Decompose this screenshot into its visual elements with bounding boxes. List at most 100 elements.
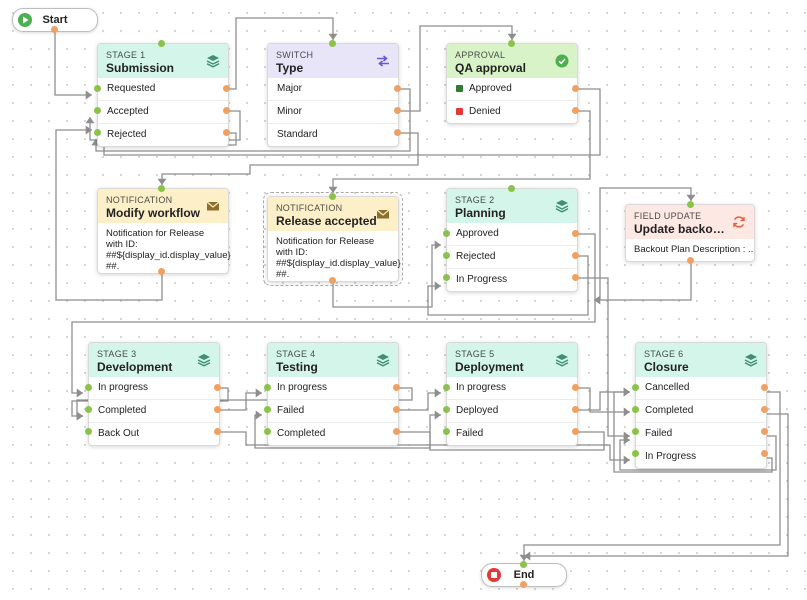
approval-node-qa[interactable]: APPROVAL QA approval Approved Denied <box>446 43 578 124</box>
input-port[interactable] <box>85 384 92 391</box>
output-port[interactable] <box>761 450 768 457</box>
output-port[interactable] <box>572 252 579 259</box>
stage-node-development[interactable]: STAGE 3 Development In progress Complete… <box>88 342 220 446</box>
output-port[interactable] <box>51 26 58 33</box>
stage-node-submission[interactable]: STAGE 1 Submission Requested Accepted Re… <box>97 43 229 147</box>
branch-row[interactable]: In progress <box>277 382 328 393</box>
output-port[interactable] <box>572 230 579 237</box>
branch-row-denied[interactable]: Denied <box>447 100 577 123</box>
output-port[interactable] <box>393 384 400 391</box>
branch-row[interactable]: Failed <box>636 422 766 445</box>
branch-row[interactable]: Failed <box>447 422 577 445</box>
branch-row[interactable]: In progress <box>98 382 149 393</box>
branch-row[interactable]: In Progress <box>447 268 577 291</box>
input-port[interactable] <box>94 129 101 136</box>
branch-row[interactable]: Accepted <box>98 100 228 123</box>
input-port[interactable] <box>443 406 450 413</box>
branch-row[interactable]: Standard <box>268 123 398 146</box>
branch-row[interactable]: In Progress <box>636 445 766 468</box>
output-port[interactable] <box>158 268 165 275</box>
input-port[interactable] <box>632 384 639 391</box>
output-port[interactable] <box>394 129 401 136</box>
connector-line[interactable] <box>576 387 630 413</box>
input-port[interactable] <box>329 193 336 200</box>
branch-row[interactable]: Back Out <box>89 422 219 445</box>
output-port[interactable] <box>223 85 230 92</box>
output-port[interactable] <box>761 406 768 413</box>
stage-node-closure[interactable]: STAGE 6 Closure Cancelled Completed Fail… <box>635 342 767 469</box>
output-port[interactable] <box>761 384 768 391</box>
input-port[interactable] <box>264 406 271 413</box>
branch-row-approved[interactable]: Approved <box>447 78 577 100</box>
output-port[interactable] <box>572 274 579 281</box>
input-port[interactable] <box>264 384 271 391</box>
output-port[interactable] <box>214 428 221 435</box>
output-port[interactable] <box>572 85 579 92</box>
branch-row[interactable]: Approved <box>456 228 499 239</box>
output-port[interactable] <box>393 406 400 413</box>
connector-line[interactable] <box>576 277 630 437</box>
output-port[interactable] <box>223 129 230 136</box>
notification-node-release-accepted[interactable]: NOTIFICATION Release accepted Notificati… <box>263 192 403 286</box>
input-port[interactable] <box>158 40 165 47</box>
branch-row[interactable]: Completed <box>268 422 398 445</box>
branch-row[interactable]: Completed <box>636 399 766 422</box>
output-port[interactable] <box>329 277 336 284</box>
branch-row[interactable]: Failed <box>268 399 398 422</box>
input-port[interactable] <box>632 406 639 413</box>
input-port[interactable] <box>85 406 92 413</box>
input-port[interactable] <box>508 40 515 47</box>
output-port[interactable] <box>394 85 401 92</box>
input-port[interactable] <box>94 107 101 114</box>
output-port[interactable] <box>572 428 579 435</box>
branch-row[interactable]: Completed <box>89 399 219 422</box>
input-port[interactable] <box>632 428 639 435</box>
output-port[interactable] <box>687 257 694 264</box>
input-port[interactable] <box>443 274 450 281</box>
approved-bullet <box>456 85 463 92</box>
input-port[interactable] <box>85 428 92 435</box>
output-port[interactable] <box>572 406 579 413</box>
input-port[interactable] <box>508 185 515 192</box>
output-port[interactable] <box>393 428 400 435</box>
branch-row[interactable]: In progress <box>456 382 507 393</box>
branch-row[interactable]: Minor <box>268 100 398 123</box>
input-port[interactable] <box>443 384 450 391</box>
input-port[interactable] <box>443 252 450 259</box>
connector-line[interactable] <box>218 392 262 411</box>
output-port[interactable] <box>520 581 527 588</box>
switch-node-type[interactable]: SWITCH Type Major Minor Standard <box>267 43 399 147</box>
branch-row[interactable]: Rejected <box>98 123 228 146</box>
output-port[interactable] <box>394 107 401 114</box>
node-kind: STAGE 6 <box>644 349 684 359</box>
connector-line[interactable] <box>576 391 630 411</box>
output-port[interactable] <box>572 384 579 391</box>
input-port[interactable] <box>158 185 165 192</box>
field-update-node-backout[interactable]: FIELD UPDATE Update backout p... Backout… <box>625 204 755 262</box>
output-port[interactable] <box>214 406 221 413</box>
input-port[interactable] <box>443 428 450 435</box>
branch-row[interactable]: Cancelled <box>645 382 690 393</box>
connector-line[interactable] <box>594 261 692 301</box>
input-port[interactable] <box>329 40 336 47</box>
stage-node-deployment[interactable]: STAGE 5 Deployment In progress Deployed … <box>446 342 578 446</box>
input-port[interactable] <box>264 428 271 435</box>
branch-row[interactable]: Deployed <box>447 399 577 422</box>
notification-node-modify-workflow[interactable]: NOTIFICATION Modify workflow Notificatio… <box>97 188 231 274</box>
input-port[interactable] <box>94 85 101 92</box>
stage-node-planning[interactable]: STAGE 2 Planning Approved Rejected In Pr… <box>446 188 578 292</box>
branch-row[interactable]: Rejected <box>447 245 577 268</box>
stage-node-testing[interactable]: STAGE 4 Testing In progress Failed Compl… <box>267 342 399 446</box>
input-port[interactable] <box>520 561 527 568</box>
branch-row[interactable]: Major <box>277 83 303 94</box>
output-port[interactable] <box>214 384 221 391</box>
input-port[interactable] <box>443 230 450 237</box>
branch-row[interactable]: Requested <box>107 83 156 94</box>
input-port[interactable] <box>687 201 694 208</box>
output-port[interactable] <box>223 107 230 114</box>
output-port[interactable] <box>572 107 579 114</box>
input-port[interactable] <box>632 450 639 457</box>
connector-line[interactable] <box>397 392 441 411</box>
connector-line[interactable] <box>54 30 92 96</box>
output-port[interactable] <box>761 428 768 435</box>
